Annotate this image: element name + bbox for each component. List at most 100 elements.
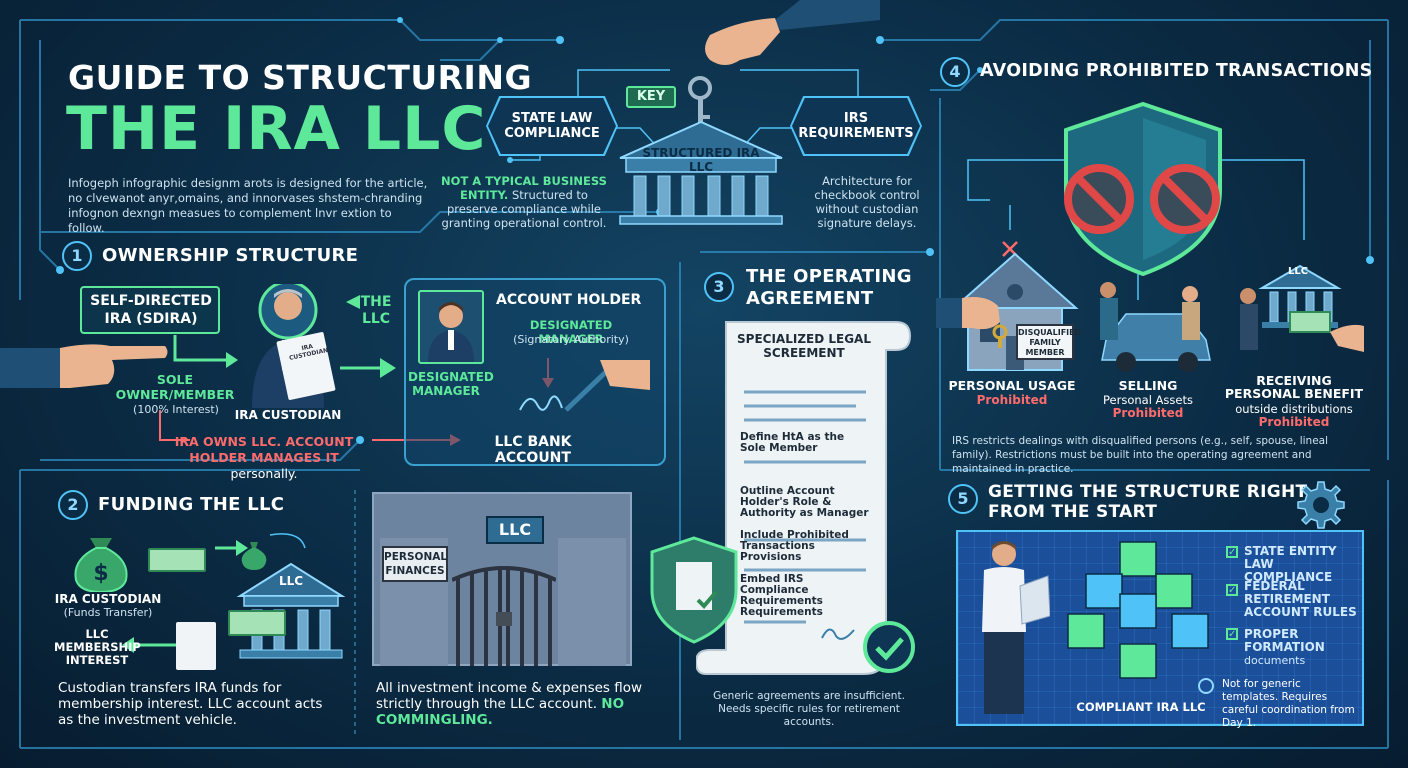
selling-sub: Personal Assets [1103,393,1193,407]
ownership-note: IRA OWNS LLC. ACCOUNT HOLDER MANAGES IT … [158,434,370,482]
check-item-2: FEDERAL RETIREMENT ACCOUNT RULES [1244,579,1357,619]
custodian-2-label: IRA CUSTODIAN [54,592,162,606]
selling-car-icon [1100,282,1211,372]
hand-keys-icon [936,297,1008,348]
account-holder-title: ACCOUNT HOLDER [496,292,642,308]
disqualified-family-sign: DISQUALIFIED FAMILY MEMBER [1016,324,1081,360]
the-llc-label: THE LLC [360,294,392,327]
gate-right-pillar [558,538,626,666]
membership-interest-label: LLC MEMBERSHIP INTEREST [54,627,141,667]
prohibited-icon-right [1150,164,1220,234]
check-item-3-sub: documents [1244,654,1306,667]
personal-usage-title: PERSONAL USAGE [948,378,1076,393]
title-line-2: THE IRA LLC [66,94,487,164]
center-left-note: NOT A TYPICAL BUSINESS ENTITY. Structure… [438,174,610,230]
account-holder-avatar-icon [428,302,474,362]
sdira-box [80,286,220,334]
building-label: STRUCTURED IRA LLC [642,146,760,174]
approved-check-icon [863,621,915,673]
section-2-title: FUNDING THE LLC [98,494,285,515]
structured-llc-building-icon [619,120,783,225]
designated-manager-label: DESIGNATED MANAGER [408,370,494,398]
benefit-status: Prohibited [1258,415,1330,429]
check-item-3: PROPER FORMATION [1244,627,1325,654]
agreement-note: Generic agreements are insufficient. Nee… [713,690,905,728]
sole-owner-label: SOLE OWNER/MEMBER [115,372,235,402]
center-right-note: Architecture for checkbook control witho… [814,174,920,230]
svg-text:$: $ [93,561,108,586]
document-shield-icon [650,536,738,644]
section-3-title-line-1: THE OPERATING [746,266,912,287]
selling-status: Prohibited [1112,406,1184,420]
section-5-title-line-2: FROM THE START [988,502,1158,522]
selling-title: SELLING [1118,378,1178,393]
llc-bank-building-icon [236,562,346,659]
ownership-note-line-1: IRA OWNS LLC. ACCOUNT [174,434,354,449]
section-2-number: 2 [58,490,88,520]
section-5-title-line-1: GETTING THE STRUCTURE RIGHT [988,482,1308,502]
hex-state-law: STATE LAW COMPLIANCE [488,98,616,154]
hand-key-icon [688,0,880,130]
llc-building-label: LLC [278,574,304,588]
sdira-label: SELF-DIRECTED IRA (SDIRA) [90,293,212,327]
section-3-number: 3 [704,272,734,302]
compliant-llc-label: COMPLIANT IRA LLC [1076,700,1206,714]
money-bag-icon: $ [74,538,128,592]
agreement-item-3: Include Prohibited Transactions Provisio… [740,529,849,563]
title-line-1: GUIDE TO STRUCTURING [68,58,533,97]
gear-icon [1297,481,1345,529]
section-1-title: OWNERSHIP STRUCTURE [102,245,359,266]
signatory-authority: (Signatory Authority) [513,333,629,346]
benefit-llc-label: LLC [1287,266,1309,277]
personal-finances-sign: PERSONAL FINANCES [382,546,448,582]
designated-manager-tag: DESIGNATED MANAGER [529,318,613,346]
funds-transfer-label: (Funds Transfer) [63,606,153,619]
check-item-1: STATE ENTITY LAW COMPLIANCE [1244,544,1337,584]
section-4-title: AVOIDING PROHIBITED TRANSACTIONS [980,61,1373,81]
personal-usage-status: Prohibited [976,393,1048,407]
cash-bill-2-icon [228,610,286,636]
small-money-bag-icon [241,542,267,570]
intro-text: Infogeph infographic designm arots is de… [68,176,428,235]
section-1-number: 1 [62,241,92,271]
membership-certificate-icon [176,622,216,670]
gate-note: All investment income & expenses flow st… [376,680,666,728]
center-left-note-bold: NOT A TYPICAL BUSINESS ENTITY. [441,174,607,202]
section-5-footnote: Not for generic templates. Requires care… [1222,678,1355,729]
section-5-title: GETTING THE STRUCTURE RIGHT FROM THE STA… [988,482,1307,522]
section-5-number: 5 [948,484,978,514]
blueprint-panel [956,530,1364,726]
prohibited-note: IRS restricts dealings with disqualified… [952,435,1329,475]
benefit-sub: outside distributions [1235,402,1353,416]
section-3-title-line-2: AGREEMENT [746,288,874,309]
check-1-icon: ✓ [1226,546,1238,558]
interest-label: (100% Interest) [133,403,219,416]
agreement-item-2: Outline Account Holder's Role & Authorit… [740,485,869,519]
pointing-hand-icon [0,344,168,388]
center-left-note-rest: Structured to preserve compliance while … [441,188,607,230]
agreement-item-1: Define HtA as the Sole Member [740,431,845,454]
scroll-title: SPECIALIZED LEGAL SCREEMENT [737,332,871,360]
llc-bank-account: LLC BANK ACCOUNT [494,434,572,466]
custodian-label: IRA CUSTODIAN [234,408,342,422]
architect-person-icon [982,541,1050,714]
signing-pen-icon [519,360,650,412]
agreement-item-4: Embed IRS Compliance Requirements Requir… [740,573,823,618]
section-3-title: THE OPERATING AGREEMENT [746,266,912,310]
ownership-note-line-2-rest: personally. [230,466,298,481]
info-gear-icon [1198,678,1214,694]
funding-note: Custodian transfers IRA funds for member… [58,680,323,728]
agreement-scroll-icon [696,321,912,675]
key-label: KEY [626,86,676,108]
prohibited-icon-left [1064,164,1134,234]
gate-llc-sign: LLC [486,516,544,544]
check-2-icon: ✓ [1226,584,1238,596]
llc-benefit-icon [1240,264,1364,352]
gate-note-text: All investment income & expenses flow st… [376,680,643,712]
benefit-title: RECEIVING PERSONAL BENEFIT [1224,373,1364,401]
check-3-icon: ✓ [1226,628,1238,640]
no-commingling: NO COMMINGLING. [376,696,625,728]
ownership-note-line-2-red: HOLDER MANAGES IT [189,450,339,465]
compliant-cubes-icon [1067,541,1209,679]
section-4-number: 4 [940,57,970,87]
